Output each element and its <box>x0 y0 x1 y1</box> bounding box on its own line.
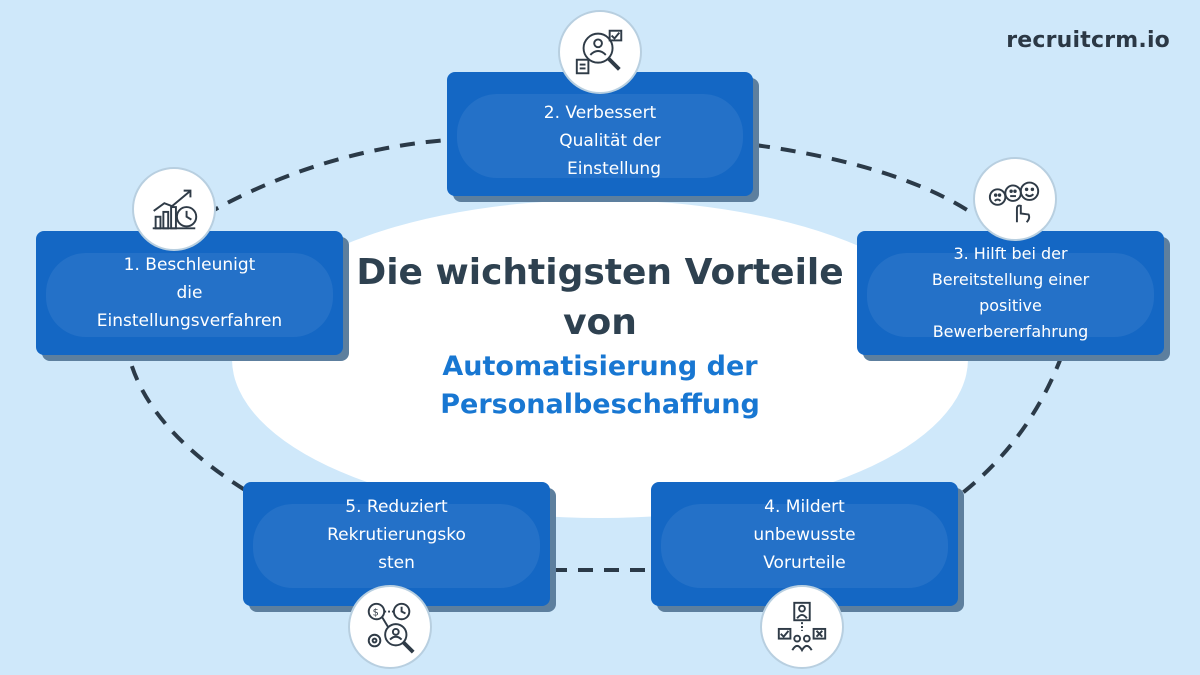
benefit-card-1: 1. Beschleunigt die Einstellungsverfahre… <box>36 231 343 355</box>
title-line-4: Personalbeschaffung <box>440 389 760 420</box>
feedback-faces-icon <box>973 157 1057 241</box>
benefit-card-3: 3. Hilft bei der Bereitstellung einer po… <box>857 231 1164 355</box>
card-3-line-4: Bewerbererfahrung <box>932 322 1089 341</box>
card-4-line-1: 4. Mildert <box>764 497 845 517</box>
card-2-line-3: Einstellung <box>566 159 661 179</box>
brand-logo: recruitcrm.io <box>1006 28 1170 53</box>
card-4-line-3: Vorurteile <box>763 553 846 573</box>
card-1-line-1: 1. Beschleunigt <box>123 255 256 275</box>
card-3-line-1: 3. Hilft bei der <box>953 244 1068 263</box>
card-5-line-3: sten <box>378 553 415 573</box>
card-5-line-2: Rekrutierungsko <box>327 525 466 545</box>
connector-3-4 <box>958 354 1064 497</box>
candidate-selection-icon <box>760 585 844 669</box>
card-1-line-3: Einstellungsverfahren <box>96 311 283 331</box>
card-2-line-2: Qualität der <box>559 131 661 151</box>
card-3-line-3: positive <box>979 296 1042 315</box>
benefit-card-2: 2. Verbessert Qualität der Einstellung <box>447 72 753 196</box>
title-line-2: von <box>563 302 637 343</box>
title-line-1: Die wichtigsten Vorteile <box>356 252 844 293</box>
cost-time-search-icon: $ <box>348 585 432 669</box>
connector-1-2 <box>204 138 449 217</box>
center-ellipse <box>232 200 968 518</box>
connector-5-1 <box>128 359 247 492</box>
card-3-line-2: Bereitstellung einer <box>931 270 1090 289</box>
growth-chart-clock-icon <box>132 167 216 251</box>
card-4-line-2: unbewusste <box>753 525 856 545</box>
card-1-line-2: die <box>176 283 203 303</box>
candidate-search-icon <box>558 10 642 94</box>
svg-text:$: $ <box>373 607 379 618</box>
connector-2-3 <box>754 143 977 217</box>
diagram-title: Die wichtigsten Vorteile von Automatisie… <box>300 248 900 424</box>
card-5-line-1: 5. Reduziert <box>345 497 448 517</box>
title-line-3: Automatisierung der <box>442 351 758 382</box>
card-2-line-1: 2. Verbessert <box>543 103 657 123</box>
